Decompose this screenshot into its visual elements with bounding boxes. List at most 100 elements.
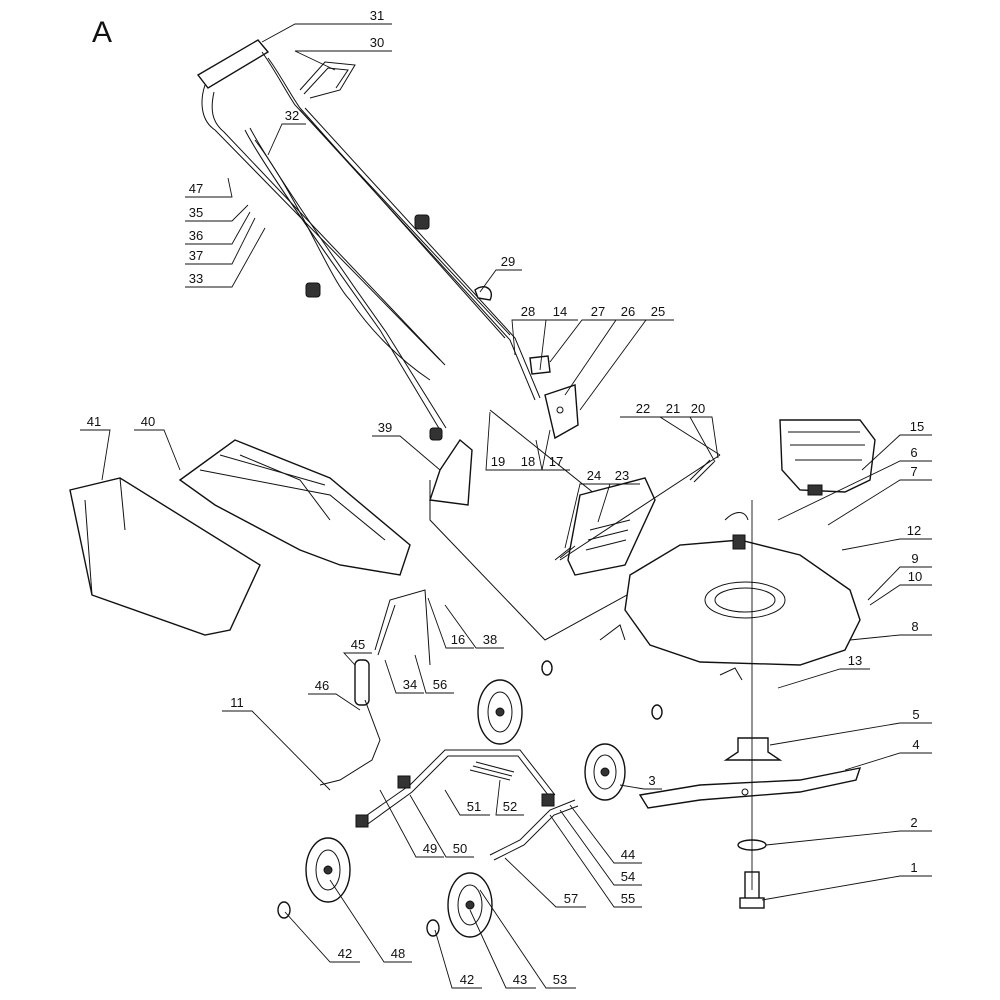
callout-52: 52 [495,779,524,816]
callout-leader-line [185,227,266,288]
callout-number: 46 [315,678,329,693]
callout-leader-line [849,634,932,641]
callout-28: 28 [511,304,546,356]
callout-leader-line [284,911,360,963]
callout-54: 54 [559,809,642,886]
callout-number: 45 [351,637,365,652]
callout-number: 11 [230,695,244,710]
callout-leader-line [504,857,586,908]
callout-number: 38 [483,632,497,647]
callout-number: 44 [621,847,635,862]
callout-leader-line [379,789,444,858]
callout-leader-line [511,319,546,356]
callout-leader-line [541,429,570,471]
callout-4: 4 [844,737,932,771]
callout-leader-line [384,659,424,694]
callout-38: 38 [444,604,504,649]
callout-number: 42 [338,946,352,961]
callout-10: 10 [869,569,932,606]
callout-number: 12 [907,523,921,538]
callout-leader-line [222,710,331,791]
callout-leader-line [485,411,514,471]
callout-leader-line [444,789,490,816]
callout-31: 31 [261,8,392,43]
callout-42: 42 [284,911,360,963]
axle-brackets [355,775,555,828]
callout-number: 31 [370,8,384,23]
callout-number: 9 [911,551,918,566]
callout-leader-line [765,830,932,846]
callout-leader-line [777,460,932,521]
callout-12: 12 [841,523,932,551]
callout-13: 13 [777,653,870,689]
callout-number: 1 [910,860,917,875]
callout-57: 57 [504,857,586,908]
upper-handle-bar [196,39,511,366]
grass-bag [69,477,261,636]
callout-number: 8 [911,619,918,634]
callout-leader-line [777,668,870,689]
callout-leader-line [427,597,474,649]
wheel-front-right [584,743,626,801]
callout-leader-line [469,909,536,989]
callout-50: 50 [409,794,474,858]
callout-leader-line [134,429,181,471]
callout-number: 29 [501,254,515,269]
callout-leader-line [620,416,721,456]
callout-48: 48 [329,879,412,963]
callout-number: 41 [87,414,101,429]
callout-number: 39 [378,420,392,435]
callout-number: 40 [141,414,155,429]
callout-leader-line [539,319,578,371]
callout-number: 23 [615,468,629,483]
deck-hinge-brackets [599,512,749,681]
handle-knob-lower [305,282,443,441]
handle-bracket [529,355,579,440]
callout-40: 40 [134,414,181,471]
callout-number: 24 [587,468,601,483]
handle-clip [474,286,492,301]
callout-leader-line [185,177,233,198]
front-axle [489,799,579,861]
callout-leader-line [619,784,662,790]
callout-leader-line [495,779,524,816]
callout-leader-line [261,23,392,43]
callout-number: 27 [591,304,605,319]
callout-leader-line [559,809,642,886]
callout-number: 5 [912,707,919,722]
callout-leader-line [409,794,474,858]
wheel-rear-left [305,837,351,903]
callout-leader-line [80,429,111,481]
callout-leader-line [414,654,454,694]
callout-leader-line [761,875,932,901]
callout-11: 11 [222,695,331,791]
callout-number: 4 [912,737,919,752]
callout-24: 24 [564,468,610,549]
callout-27: 27 [549,304,616,363]
flap-rod [559,454,721,561]
callout-leader-line [569,804,642,864]
callout-number: 16 [451,632,465,647]
wheel-rear-upper [477,679,523,745]
callout-41: 41 [80,414,111,481]
rear-axle [359,749,556,827]
callout-leader-line [827,479,932,526]
callout-1: 1 [761,860,932,901]
callout-39: 39 [372,420,441,471]
callout-23: 23 [597,468,640,523]
callout-14: 14 [539,304,578,371]
callout-leader-line [549,319,616,363]
callout-leader-line [308,693,361,711]
callout-7: 7 [827,464,932,526]
handle-knob-upper [414,214,430,230]
callout-30: 30 [294,35,392,71]
callout-leader-line [372,435,441,471]
callout-number: 52 [503,799,517,814]
callout-leader-line [185,211,251,245]
callout-51: 51 [444,789,490,816]
callout-number: 49 [423,841,437,856]
callout-leader-line [564,319,646,396]
throttle-cable [254,139,431,381]
callout-2: 2 [765,815,932,846]
callout-15: 15 [861,419,932,471]
